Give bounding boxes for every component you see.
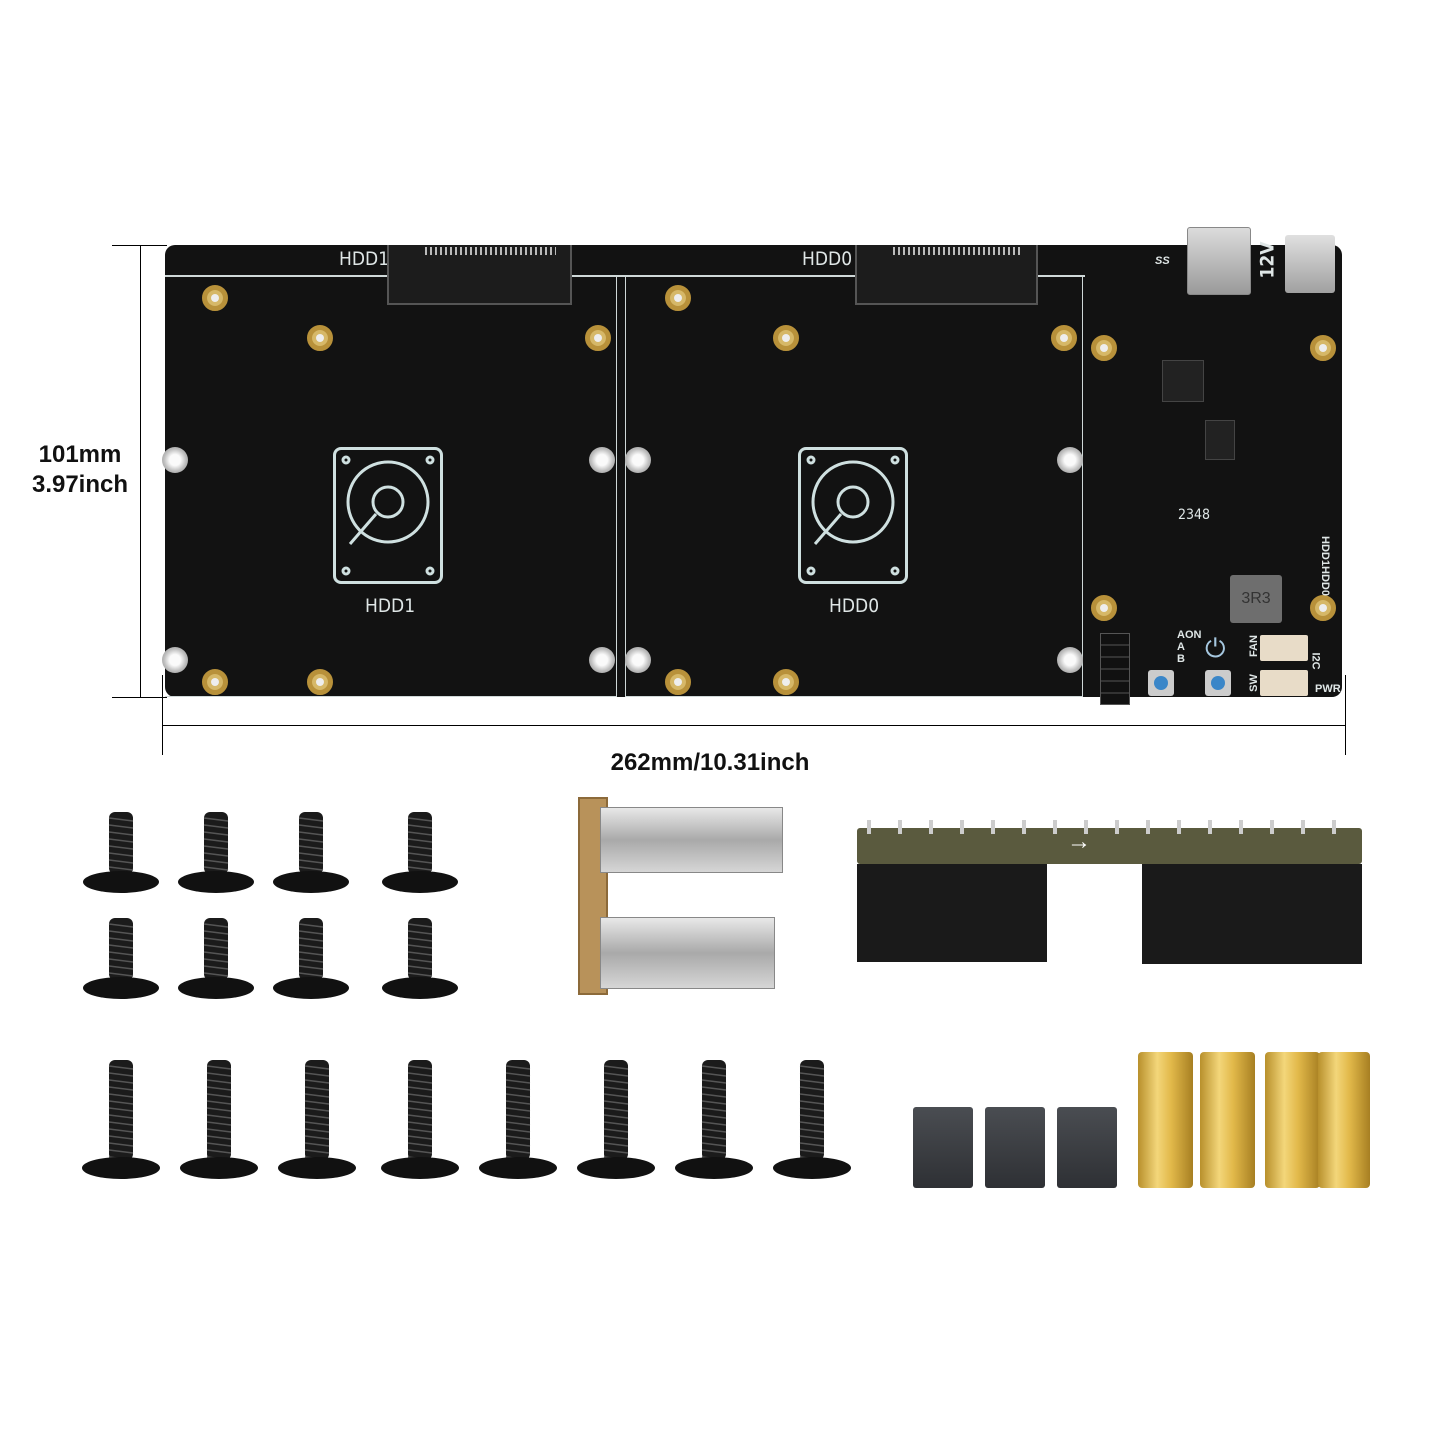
connector-label-hdd1: HDD1 xyxy=(339,248,390,270)
mounting-hole xyxy=(585,325,611,351)
small-screw xyxy=(382,812,458,901)
usb3-port[interactable] xyxy=(1187,227,1251,295)
hdd-expansion-board: HDD1 HDD0 HDD1 HDD0 SS 12V 2348 3R3 HDD1… xyxy=(162,227,1342,705)
mounting-hole xyxy=(307,325,333,351)
small-screw xyxy=(83,918,159,1007)
sw-label: SW xyxy=(1247,674,1260,692)
height-tick-bottom xyxy=(112,697,167,698)
height-dimension-line xyxy=(140,245,141,697)
led-label-hdd0: HDD0 xyxy=(1318,566,1331,596)
gpio-header[interactable] xyxy=(1100,633,1130,705)
brass-standoff xyxy=(1138,1052,1193,1188)
standoff-stud xyxy=(625,647,651,673)
inductor: 3R3 xyxy=(1230,575,1282,623)
large-screw xyxy=(278,1060,356,1187)
led-label-hdd1: HDD1 xyxy=(1318,536,1331,566)
power-icon: ⏻ xyxy=(1205,633,1226,663)
a-label: A xyxy=(1177,641,1185,653)
standoff-stud xyxy=(162,647,188,673)
brass-standoff xyxy=(1318,1052,1370,1188)
mounting-hole xyxy=(202,285,228,311)
usb-bridge-adapter xyxy=(578,797,783,995)
standoff-stud xyxy=(625,447,651,473)
small-screw xyxy=(382,918,458,1007)
brass-standoff xyxy=(1265,1052,1320,1188)
large-screw xyxy=(82,1060,160,1187)
jumper-cap xyxy=(913,1107,973,1188)
aon-button[interactable] xyxy=(1148,670,1174,696)
header-bridge-adapter: → xyxy=(857,820,1362,965)
mounting-hole xyxy=(1310,335,1336,361)
width-label: 262mm/10.31inch xyxy=(610,749,810,776)
usb-plug-top xyxy=(600,807,783,873)
date-code: 2348 xyxy=(1178,507,1211,523)
standoff-stud xyxy=(1057,447,1083,473)
mounting-hole xyxy=(1091,335,1117,361)
mounting-hole xyxy=(1051,325,1077,351)
large-screw xyxy=(381,1060,459,1187)
usb-controller-chip xyxy=(1162,360,1204,402)
height-mm: 101mm xyxy=(38,441,122,468)
height-tick-top xyxy=(112,245,167,246)
sw-connector[interactable] xyxy=(1260,670,1308,696)
power-label-12v: 12V xyxy=(1256,241,1279,279)
aon-label: AON xyxy=(1177,629,1202,641)
small-screw xyxy=(83,812,159,901)
large-screw xyxy=(773,1060,851,1187)
standoff-stud xyxy=(589,447,615,473)
large-screw xyxy=(479,1060,557,1187)
bay-hdd0 xyxy=(625,275,1083,697)
large-screw xyxy=(180,1060,258,1187)
width-tick-right xyxy=(1345,675,1346,755)
top-silk-line xyxy=(165,275,1085,277)
header-socket-left xyxy=(857,864,1047,962)
hdd-icon xyxy=(798,447,908,584)
sata-connector-hdd1[interactable] xyxy=(387,245,572,305)
power-button[interactable] xyxy=(1205,670,1231,696)
bay-label-hdd1: HDD1 xyxy=(365,595,416,617)
mounting-hole xyxy=(202,669,228,695)
width-dimension-line xyxy=(162,725,1345,726)
usb-plug-bottom xyxy=(600,917,775,989)
height-inch: 3.97inch xyxy=(31,471,129,498)
pwr-label: PWR xyxy=(1315,683,1341,695)
small-screw xyxy=(178,918,254,1007)
height-label: 101mm 3.97inch xyxy=(15,440,145,500)
arrow-icon: → xyxy=(1067,828,1091,855)
regulator-chip xyxy=(1205,420,1235,460)
small-screw xyxy=(273,812,349,901)
mounting-hole xyxy=(665,285,691,311)
i2c-label: I2C xyxy=(1309,652,1322,670)
usb-ss-label: SS xyxy=(1155,255,1170,267)
large-screw xyxy=(675,1060,753,1187)
brass-standoff xyxy=(1200,1052,1255,1188)
width-tick-left xyxy=(162,675,163,755)
dc-power-jack[interactable] xyxy=(1285,235,1335,293)
connector-label-hdd0: HDD0 xyxy=(802,248,853,270)
bay-hdd1 xyxy=(165,275,617,697)
fan-connector[interactable] xyxy=(1260,635,1308,661)
mounting-hole xyxy=(1091,595,1117,621)
fan-label: FAN xyxy=(1248,635,1260,657)
small-screw xyxy=(178,812,254,901)
standoff-stud xyxy=(1057,647,1083,673)
mounting-hole xyxy=(773,325,799,351)
mounting-hole xyxy=(665,669,691,695)
standoff-stud xyxy=(162,447,188,473)
jumper-cap xyxy=(985,1107,1045,1188)
hdd-icon xyxy=(333,447,443,584)
jumper-cap xyxy=(1057,1107,1117,1188)
small-screw xyxy=(273,918,349,1007)
mounting-hole xyxy=(307,669,333,695)
bay-label-hdd0: HDD0 xyxy=(829,595,880,617)
mounting-hole xyxy=(1310,595,1336,621)
sata-connector-hdd0[interactable] xyxy=(855,245,1038,305)
b-label: B xyxy=(1177,653,1185,665)
mounting-hole xyxy=(773,669,799,695)
header-pins xyxy=(867,820,1357,834)
standoff-stud xyxy=(589,647,615,673)
header-bridge-pcb xyxy=(857,828,1362,864)
large-screw xyxy=(577,1060,655,1187)
header-socket-right xyxy=(1142,864,1362,964)
